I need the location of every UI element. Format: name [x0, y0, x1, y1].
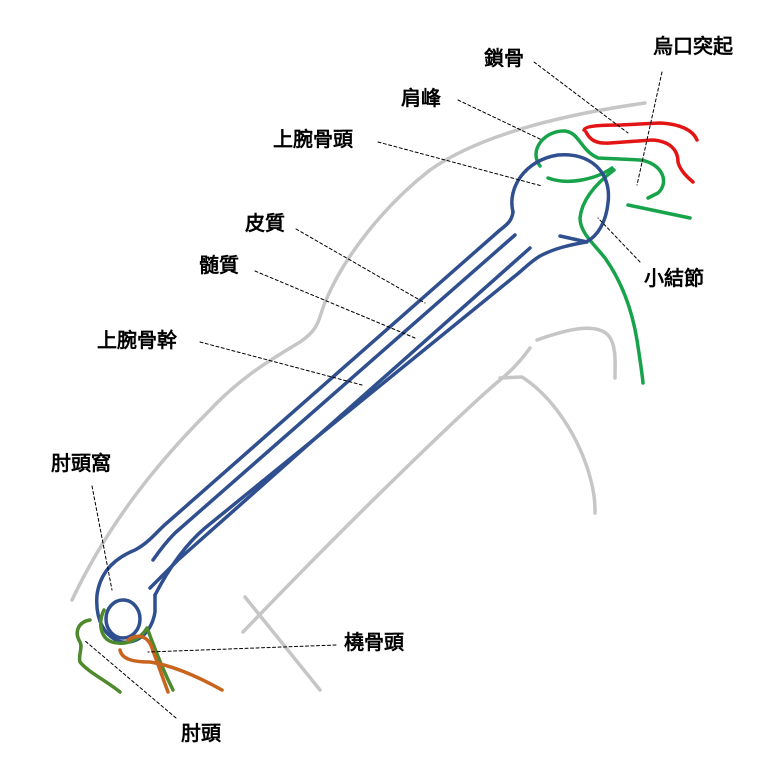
- torso-side-contour: [498, 375, 597, 515]
- label-cortex: 皮質: [245, 211, 285, 235]
- label-humeral-shaft: 上腕骨幹: [97, 328, 178, 352]
- olecranon-outline: [75, 618, 122, 694]
- leader-radial-head: [147, 644, 337, 653]
- radial-shaft-outline: [118, 648, 224, 692]
- upper-arm-outer-contour: [70, 101, 647, 602]
- lesser-tubercle-line: [558, 234, 589, 244]
- arm-body-outline: [70, 101, 647, 692]
- coracoid-lower-outline: [584, 130, 695, 184]
- label-clavicle: 鎖骨: [484, 46, 524, 70]
- leader-olecranon: [83, 639, 177, 719]
- label-olecranon: 肘頭: [181, 721, 222, 745]
- leader-lesser-tubercle: [597, 217, 641, 263]
- label-lesser-tubercle: 小結節: [644, 266, 704, 290]
- label-humeral-head: 上腕骨頭: [273, 127, 354, 151]
- humerus-inner-left-cortex: [151, 233, 517, 562]
- label-radial-head: 橈骨頭: [344, 630, 405, 654]
- humerus-inner-right-cortex: [148, 246, 532, 590]
- leader-acromion: [457, 99, 543, 141]
- humerus-distal-condyle: [104, 598, 142, 640]
- acromion-outline: [534, 129, 666, 200]
- label-olecranon-fossa: 肘頭窩: [51, 451, 111, 475]
- leader-clavicle: [533, 61, 629, 134]
- scapula: [534, 129, 692, 385]
- humeral-head-and-outer-right-cortex: [153, 153, 611, 597]
- trochlear-notch-outline: [98, 608, 175, 692]
- forearm-contour: [243, 595, 322, 692]
- leader-lines: [83, 61, 663, 719]
- ulna: [75, 608, 175, 694]
- coracoid-upper-outline: [582, 121, 699, 142]
- radius: [118, 634, 224, 694]
- leader-humeral-head: [377, 141, 543, 187]
- scapula-spine-line: [626, 203, 692, 220]
- leader-cortex: [295, 228, 426, 304]
- radial-head-outline: [126, 634, 170, 694]
- leader-olecranon-fossa: [91, 485, 113, 591]
- coracoid-process: [582, 121, 699, 184]
- labels: 鎖骨 烏口突起 肩峰 上腕骨頭 皮質 髄質 小結節 上腕骨幹 肘頭窩 橈骨頭 肘…: [51, 34, 734, 745]
- glenoid-upper-rim: [546, 166, 614, 183]
- scapula-lateral-border: [578, 168, 645, 385]
- torso-upper-contour: [535, 326, 617, 380]
- label-coracoid-process: 烏口突起: [653, 34, 734, 58]
- leader-humeral-shaft: [199, 341, 363, 386]
- label-medulla: 髄質: [199, 253, 239, 277]
- inner-arm-contour: [241, 346, 532, 634]
- leader-medulla: [254, 270, 416, 339]
- leader-coracoid-process: [636, 71, 663, 186]
- humerus: [95, 153, 611, 644]
- label-acromion: 肩峰: [401, 86, 441, 110]
